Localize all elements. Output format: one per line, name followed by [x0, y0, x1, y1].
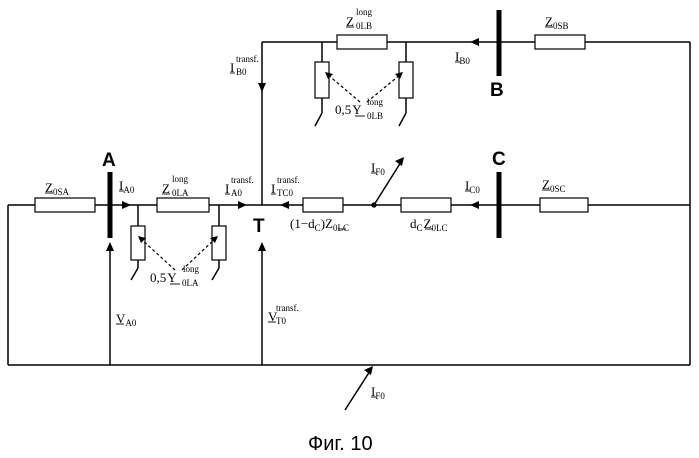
label-if0-bottom: IF0	[371, 384, 385, 401]
shunt-a2	[212, 226, 226, 260]
svg-text:IF0: IF0	[371, 384, 385, 401]
label-z0lc-right: dCZ0LC	[410, 216, 447, 233]
arrow-ia0-transf	[238, 201, 247, 209]
ground-a1	[131, 268, 138, 280]
figure-caption: Фиг. 10	[308, 433, 373, 455]
node-b-label: B	[490, 80, 504, 101]
label-z0sc: Z0SC	[542, 177, 565, 194]
label-ib0-transf: I transf. B0	[230, 54, 259, 77]
svg-text:IF0: IF0	[371, 160, 385, 177]
svg-text:0LB: 0LB	[356, 21, 372, 31]
svg-text:A0: A0	[231, 188, 242, 198]
svg-text:Z0SC: Z0SC	[542, 177, 565, 194]
label-z0lc-left: (1−dC)Z0LC	[290, 216, 349, 233]
svg-text:transf.: transf.	[236, 54, 259, 64]
node-c-label: C	[492, 149, 506, 170]
svg-text:0,5Y: 0,5Y	[335, 102, 362, 117]
impedance-z0sb	[535, 35, 585, 49]
dash-y0lb-left	[327, 74, 360, 102]
ground-b2	[399, 113, 406, 126]
label-z0sa: Z0SA	[45, 180, 69, 197]
svg-text:0LA: 0LA	[172, 188, 189, 198]
label-va0: VA0	[116, 311, 137, 328]
svg-text:Z0SA: Z0SA	[45, 180, 69, 197]
svg-text:T0: T0	[276, 316, 286, 326]
label-ic0: IC0	[465, 178, 480, 195]
label-z0lb: Z long 0LB	[346, 7, 373, 31]
label-ia0-transf: I transf. A0	[225, 175, 254, 198]
svg-text:transf.: transf.	[231, 175, 254, 185]
svg-text:long: long	[172, 174, 189, 184]
impedance-z0la	[157, 198, 209, 212]
impedance-z0lc-right	[401, 198, 451, 212]
impedance-z0lc-left	[303, 198, 343, 212]
svg-text:B0: B0	[236, 67, 247, 77]
arrow-ib0-transf	[258, 83, 266, 92]
svg-text:0LB: 0LB	[367, 111, 383, 121]
label-z0la: Z long 0LA	[162, 174, 189, 198]
svg-text:IA0: IA0	[119, 178, 135, 195]
svg-text:IC0: IC0	[465, 178, 480, 195]
svg-text:0,5Y: 0,5Y	[150, 270, 177, 285]
arrow-itc0-transf	[280, 201, 289, 209]
fault-current-bottom-line	[345, 371, 370, 410]
label-itc0-transf: I transf. TC0	[271, 175, 300, 198]
label-vt0-transf: V transf. T0	[268, 303, 299, 326]
svg-text:VA0: VA0	[116, 311, 137, 328]
arrow-ib0	[470, 38, 479, 46]
arrow-va0	[106, 242, 114, 251]
label-ib0: IB0	[455, 49, 470, 66]
svg-text:(1−dC)Z0LC: (1−dC)Z0LC	[290, 216, 349, 233]
label-z0sb: Z0SB	[545, 14, 568, 31]
arrow-vt0	[258, 242, 266, 251]
node-a-label: A	[102, 150, 116, 171]
label-y0la: 0,5Y long 0LA	[150, 264, 200, 288]
svg-text:dCZ0LC: dCZ0LC	[410, 216, 447, 233]
impedance-z0sa	[35, 198, 95, 212]
node-t-label: T	[253, 216, 265, 237]
svg-text:TC0: TC0	[277, 188, 294, 198]
impedance-z0lb	[337, 35, 387, 49]
svg-text:Z0SB: Z0SB	[545, 14, 568, 31]
svg-text:0LA: 0LA	[182, 278, 199, 288]
shunt-b1	[315, 62, 329, 98]
svg-text:long: long	[183, 264, 200, 274]
svg-text:long: long	[367, 97, 384, 107]
arrow-ia0	[122, 201, 131, 209]
arrow-ic0	[470, 201, 479, 209]
ground-a2	[212, 268, 219, 280]
svg-text:transf.: transf.	[277, 175, 300, 185]
svg-text:long: long	[356, 7, 373, 17]
svg-text:IB0: IB0	[455, 49, 470, 66]
svg-text:transf.: transf.	[276, 303, 299, 313]
label-ia0: IA0	[119, 178, 135, 195]
label-if0: IF0	[371, 160, 385, 177]
impedance-z0sc	[540, 198, 588, 212]
shunt-b2	[399, 62, 413, 98]
ground-b1	[315, 113, 322, 126]
shunt-a1	[131, 226, 145, 260]
